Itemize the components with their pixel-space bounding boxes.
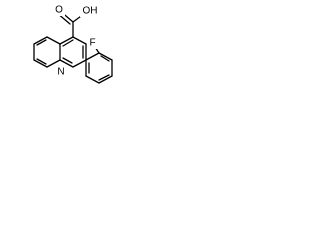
ring-bond-c2-n1 (72, 59, 87, 68)
benzo-bond-c5-c6 (33, 36, 48, 45)
phenyl-bond-4 (85, 75, 100, 84)
hydroxyl-label: OH (83, 6, 98, 17)
ring-bond-n1-c8a (59, 59, 74, 68)
ring-bond-c4-c3 (72, 36, 87, 45)
carboxyl-oxygen-label: O (55, 5, 63, 16)
benzo-bond-c8-c8a (46, 59, 61, 68)
label-mask-o (53, 4, 65, 16)
label-mask-oh (80, 5, 100, 17)
phenyl-inner-1 (100, 55, 110, 62)
label-mask-f (88, 37, 97, 49)
c2-phenyl-bond (85, 52, 100, 61)
ring-inner-c4a-c4 (62, 39, 74, 47)
benzo-inner-c5-c6 (36, 39, 47, 46)
benzo-inner-c7-c8 (36, 58, 47, 65)
structural-formula: O OH N F (33, 4, 113, 84)
benzo-bond-c4a-c5 (46, 36, 61, 45)
phenyl-bond-3 (98, 75, 113, 84)
bond-layer (33, 9, 113, 84)
label-mask-n (56, 66, 66, 78)
ring-inner-n1-c8a (62, 57, 73, 64)
fluorine-label: F (89, 38, 95, 49)
phenyl-inner-2 (98, 74, 110, 81)
phenyl-bond-1 (98, 52, 113, 61)
ring-nitrogen-label: N (57, 67, 64, 78)
ring-bond-c4a-c4 (59, 36, 74, 45)
benzo-bond-c7-c8 (33, 59, 48, 68)
